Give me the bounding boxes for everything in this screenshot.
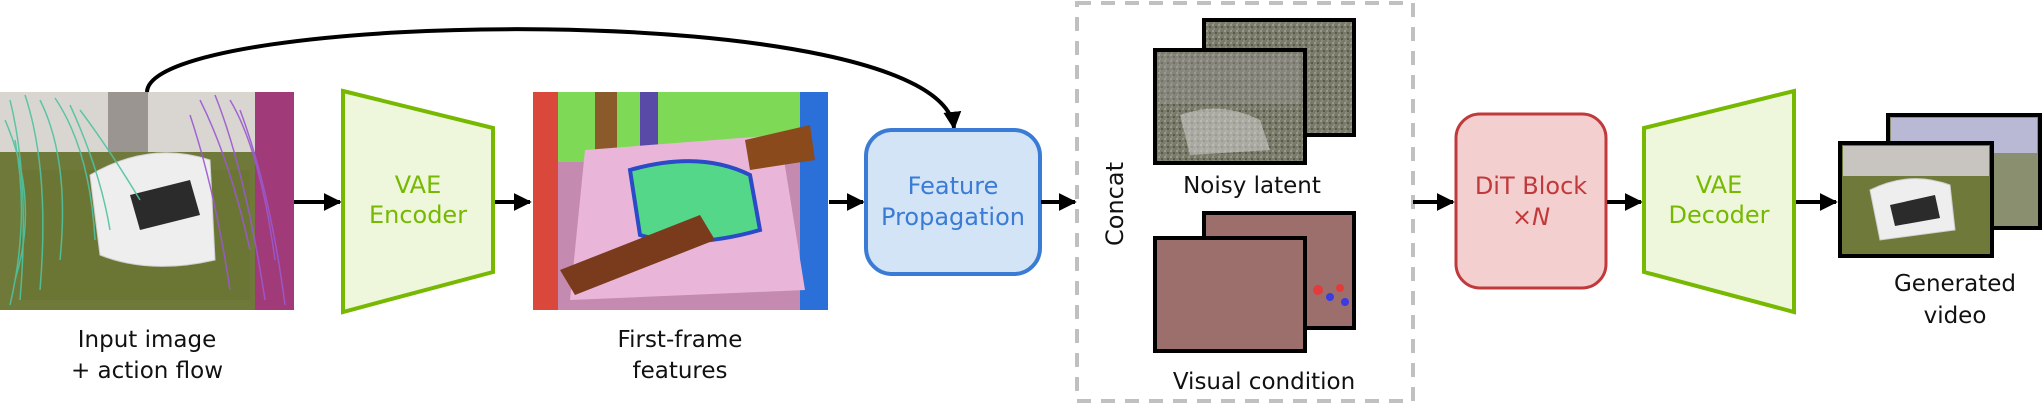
concat-label: Concat: [1101, 162, 1129, 246]
noisy-latent-stack: [1153, 18, 1356, 165]
features-caption-line1: First-frame: [618, 327, 743, 353]
feature-propagation-label-line2: Propagation: [881, 203, 1025, 231]
generated-video-stack: [1838, 113, 2042, 258]
generated-caption-line1: Generated: [1894, 271, 2016, 297]
input-caption-line2: + action flow: [71, 358, 223, 384]
feature-propagation-label-line1: Feature: [908, 172, 999, 200]
visual-condition-stack: [1153, 211, 1356, 353]
vae-encoder-block: VAE Encoder: [341, 88, 495, 315]
input-image: [0, 92, 294, 310]
skip-connection-arrow: [145, 27, 962, 130]
features-caption-line2: features: [632, 358, 727, 384]
vae-encoder-label-line2: Encoder: [369, 201, 467, 229]
generated-caption-line2: video: [1924, 303, 1987, 329]
first-frame-features-image: [533, 92, 828, 310]
vae-decoder-label-line2: Decoder: [1669, 201, 1770, 229]
vae-decoder-label-line1: VAE: [1696, 171, 1742, 199]
dit-block-label-line2: ×N: [1512, 203, 1550, 231]
dit-block-label-line1: DiT Block: [1475, 172, 1587, 200]
vae-decoder-block: VAE Decoder: [1642, 88, 1796, 315]
visual-condition-caption: Visual condition: [1173, 369, 1355, 395]
feature-propagation-block: Feature Propagation: [864, 128, 1042, 276]
vae-encoder-label-line1: VAE: [395, 171, 441, 199]
dit-block: DiT Block ×N: [1454, 112, 1608, 290]
noisy-latent-caption: Noisy latent: [1183, 173, 1321, 199]
input-caption-line1: Input image: [78, 327, 217, 353]
